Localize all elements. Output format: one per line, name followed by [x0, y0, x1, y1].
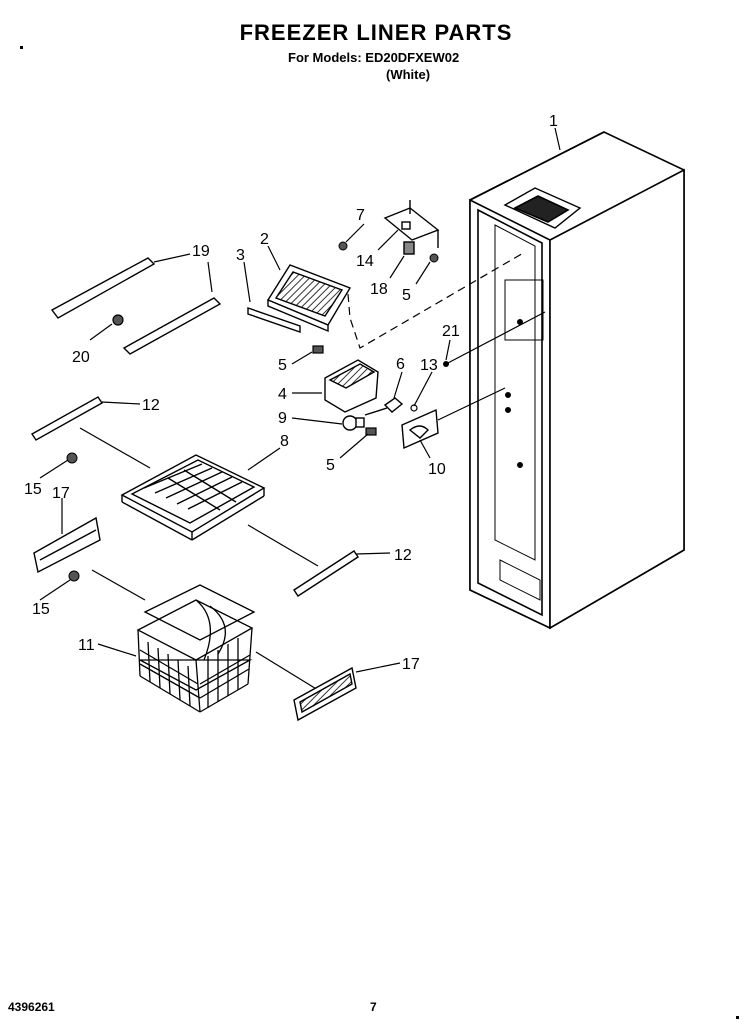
- model-line: For Models: ED20DFXEW02: [288, 50, 460, 65]
- callout-18: 18: [370, 281, 388, 298]
- screw-7: [338, 241, 348, 251]
- control-bracket: [383, 200, 440, 255]
- screw-5-light: [312, 345, 377, 436]
- callout-13: 13: [420, 357, 438, 374]
- callout-17-right: 17: [402, 656, 420, 673]
- screw-15-lower: [68, 570, 80, 582]
- callout-15-upper: 15: [24, 481, 42, 498]
- basket-bracket-17-right: [293, 666, 357, 722]
- shelf-leader-left: [79, 427, 151, 469]
- page-number: 7: [370, 1000, 377, 1014]
- corner-mark-top: [20, 46, 23, 49]
- callout-4: 4: [278, 386, 287, 403]
- document-number: 4396261: [8, 1000, 55, 1014]
- callout-leaders: [39, 127, 561, 673]
- page-title: FREEZER LINER PARTS: [239, 20, 513, 45]
- callout-17-left: 17: [52, 485, 70, 502]
- rail-screw-20: [112, 314, 124, 326]
- filter-gasket: [247, 307, 301, 333]
- air-filter: [266, 264, 352, 333]
- shelf-rail-upper: [50, 257, 222, 355]
- callout-11: 11: [78, 637, 95, 654]
- callout-5-light: 5: [278, 357, 287, 374]
- callout-12-left: 12: [142, 397, 160, 414]
- callout-numbers: 1 2 3 7 14 18 5 19 20 21 5 6 13 4 9 12 8…: [24, 113, 558, 673]
- shelf-rail-12-right: [293, 550, 359, 597]
- callout-12-right: 12: [394, 547, 412, 564]
- callout-10: 10: [428, 461, 446, 478]
- filter-leader-line: [347, 251, 526, 349]
- color-note: (White): [386, 67, 431, 82]
- callout-1: 1: [549, 113, 558, 130]
- light-socket: [364, 397, 404, 416]
- basket-bracket-17-left: [33, 516, 101, 574]
- callout-2: 2: [260, 231, 269, 248]
- plug-leader-line: [445, 311, 546, 365]
- callout-15-lower: 15: [32, 601, 50, 618]
- callout-7: 7: [356, 207, 365, 224]
- callout-21: 21: [442, 323, 460, 340]
- callout-9: 9: [278, 410, 287, 427]
- bracket-leader-line: [437, 387, 506, 421]
- callout-5-bracket: 5: [402, 287, 411, 304]
- basket-leader-left: [91, 569, 146, 601]
- basket-leader-right: [255, 651, 319, 691]
- callout-8: 8: [280, 433, 289, 450]
- light-housing: [324, 359, 379, 413]
- callout-14: 14: [356, 253, 374, 270]
- callout-19: 19: [192, 243, 210, 260]
- screw-5-bracket: [429, 253, 439, 263]
- light-bulb: [342, 415, 365, 431]
- callout-3: 3: [236, 247, 245, 264]
- light-bracket: [401, 408, 439, 450]
- callout-5-bulb: 5: [326, 457, 335, 474]
- shelf-rail-12-left: [30, 396, 104, 441]
- callout-6: 6: [396, 356, 405, 373]
- screw-15-upper: [66, 452, 78, 464]
- wire-basket: [136, 584, 256, 713]
- freezer-liner: [469, 131, 685, 630]
- callout-20: 20: [72, 349, 90, 366]
- wire-shelf: [120, 454, 266, 541]
- corner-mark-bottom: [736, 1016, 739, 1019]
- shelf-leader-right: [247, 524, 319, 567]
